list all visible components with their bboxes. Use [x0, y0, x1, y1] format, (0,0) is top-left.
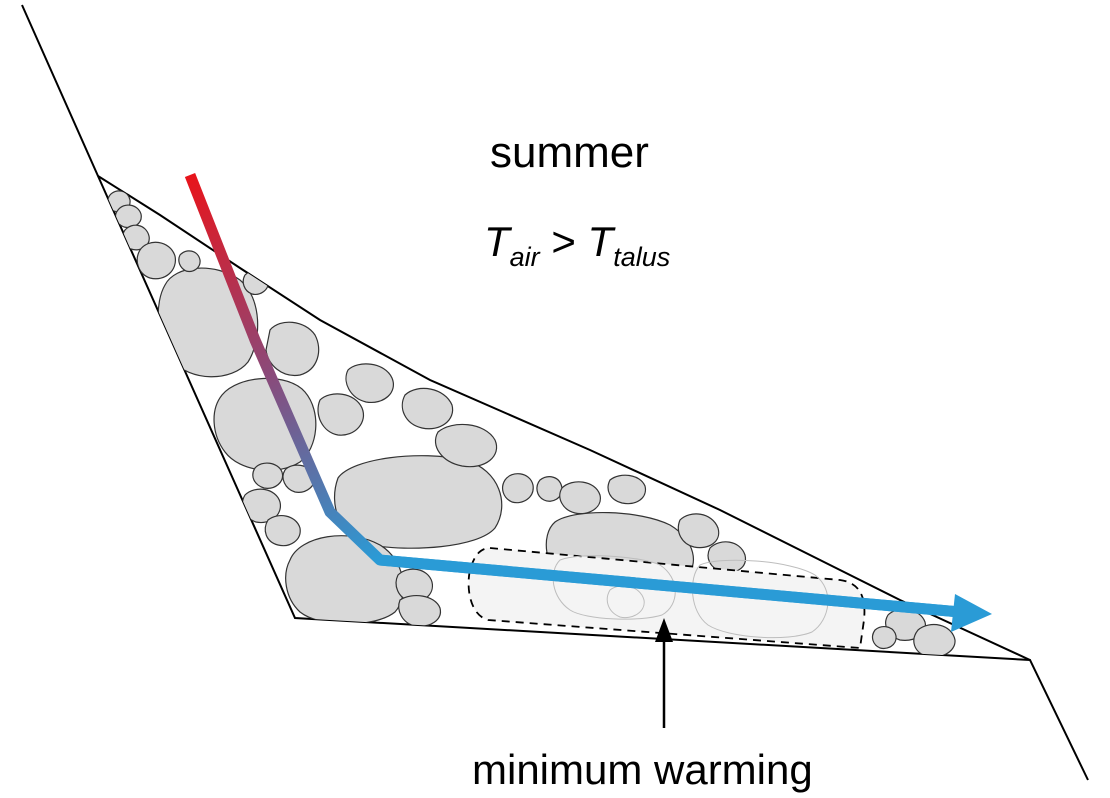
- talus-surface-line: [97, 175, 1031, 661]
- boulder: [502, 473, 534, 504]
- right-subscript: talus: [613, 242, 671, 272]
- slope-outline: [21, 4, 1089, 781]
- boulder: [398, 594, 441, 627]
- boulder: [536, 476, 563, 502]
- boulder: [345, 363, 394, 404]
- temperature-relation: Tair > Ttalus: [484, 218, 670, 273]
- boulder: [264, 514, 301, 547]
- boulder: [252, 462, 284, 489]
- bedrock-line: [21, 4, 1089, 781]
- boulder: [677, 513, 720, 549]
- boulder: [285, 535, 404, 625]
- boulder: [913, 623, 956, 658]
- operator: >: [551, 218, 576, 265]
- annotation-pointer: [655, 618, 673, 728]
- airflow-path-tail: [379, 554, 961, 618]
- arrowhead-icon: [951, 594, 992, 632]
- left-subscript: air: [509, 242, 540, 272]
- season-label: summer: [490, 128, 649, 177]
- boulder: [607, 474, 647, 505]
- hidden-boulder: [552, 555, 676, 620]
- boulder: [265, 321, 320, 377]
- boulder: [559, 481, 601, 515]
- boulder: [871, 626, 897, 650]
- boulder: [401, 387, 454, 430]
- airflow-arrow: [184, 172, 992, 632]
- boulder: [434, 423, 498, 468]
- boulder: [136, 241, 177, 280]
- boulder: [317, 393, 364, 436]
- pointer-arrowhead-icon: [655, 618, 673, 642]
- right-symbol: T: [587, 218, 614, 265]
- left-symbol: T: [484, 218, 510, 265]
- boulder: [178, 250, 201, 273]
- annotation-label: minimum warming: [472, 746, 813, 793]
- hidden-boulder: [691, 559, 829, 639]
- boulder: [242, 270, 269, 295]
